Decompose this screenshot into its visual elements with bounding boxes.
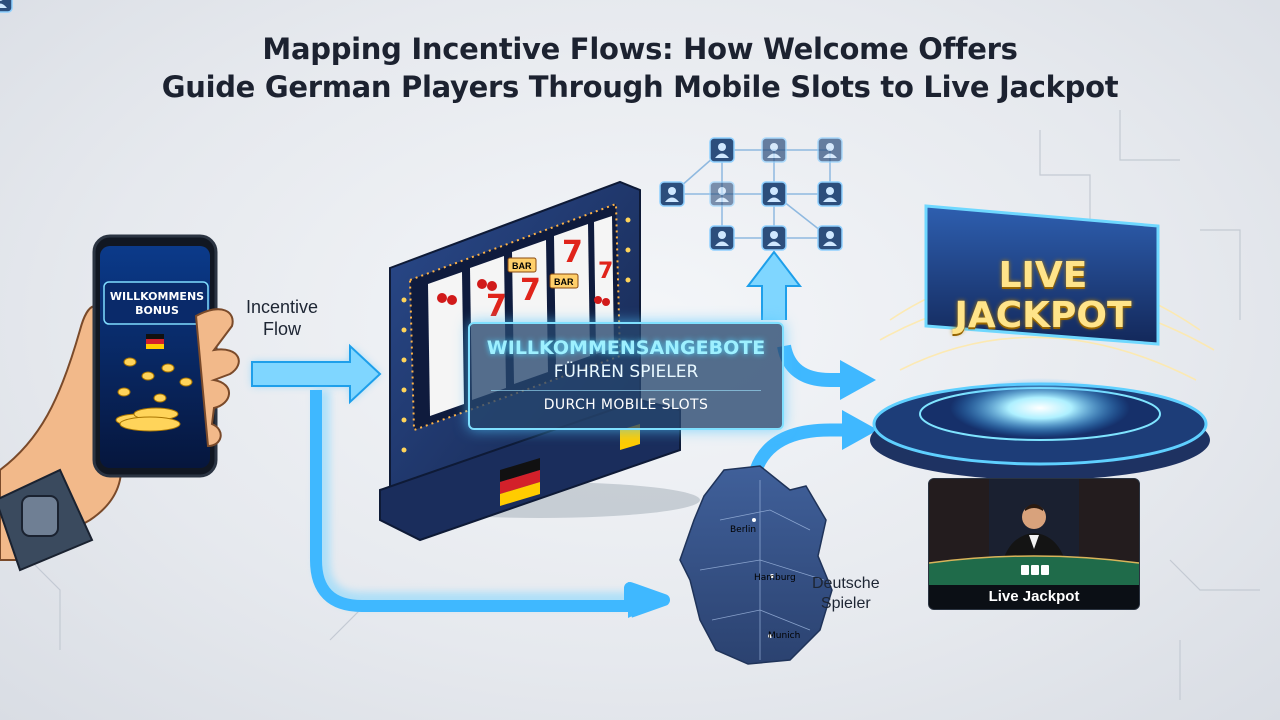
svg-text:7: 7 [520, 273, 541, 308]
title-line-1: Mapping Incentive Flows: How Welcome Off… [262, 32, 1018, 66]
bonus-box [103, 281, 209, 325]
svg-text:7: 7 [486, 289, 507, 324]
cherry-icons [437, 279, 610, 306]
slot-flag-de-icon-2 [620, 424, 640, 450]
user-icon [761, 181, 787, 207]
user-icon [761, 137, 787, 163]
svg-text:7: 7 [562, 235, 583, 270]
flow-label-line-1: Incentive [246, 297, 319, 317]
city-munich: Munich [768, 631, 800, 641]
playing-cards-icon [1021, 565, 1049, 575]
arrow-map-to-jackpot [749, 423, 846, 473]
user-icon [709, 137, 735, 163]
jackpot-stage [870, 204, 1215, 480]
banner-line-1: WILLKOMMENSANGEBOTE [486, 337, 766, 359]
bar-symbol-1: BAR [512, 261, 532, 271]
live-jackpot-sign [924, 204, 1160, 346]
user-icon [817, 225, 843, 251]
germany-map: Berlin Hamburg Munich [679, 465, 833, 665]
arrow-slot-to-jackpot [777, 344, 844, 387]
page-title: Mapping Incentive Flows: How Welcome Off… [0, 30, 1280, 106]
user-icon [659, 181, 685, 207]
seven-symbols: 777 7 [486, 235, 613, 324]
bar-symbols: BAR BAR [507, 257, 579, 289]
flow-label-line-2: Flow [263, 319, 302, 339]
user-icon [709, 225, 735, 251]
user-nodes [0, 0, 843, 251]
arrow-phone-to-slot [251, 343, 382, 405]
incentive-flow-arrows [251, 250, 878, 618]
svg-text:7: 7 [598, 259, 613, 284]
player-network [0, 0, 843, 251]
live-jackpot-caption: Live Jackpot [929, 585, 1139, 609]
banner-divider [491, 390, 761, 391]
arrow-slot-to-network [745, 250, 803, 320]
smartwatch-icon [0, 468, 94, 572]
sign-line-1: LIVE [998, 255, 1088, 296]
circuit-lines [29, 110, 1260, 700]
city-berlin: Berlin [730, 525, 756, 535]
bonus-line-1: WILLKOMMENS [109, 290, 205, 303]
flag-de-icon [146, 334, 164, 349]
german-players-line-1: Deutsche [812, 575, 880, 592]
live-dealer-card: Live Jackpot [928, 478, 1140, 610]
gold-coins-icon [115, 357, 193, 432]
slot-flag-de-icon [500, 458, 540, 506]
slot-lights [401, 217, 631, 453]
welcome-bonus-label: WILLKOMMENS BONUS [104, 290, 210, 318]
bar-symbol-2: BAR [554, 277, 574, 287]
hand-holding-phone [0, 234, 240, 572]
city-hamburg: Hamburg [754, 573, 796, 583]
welcome-offers-banner: WILLKOMMENSANGEBOTE FÜHREN SPIELER DURCH… [468, 322, 784, 430]
user-icon [761, 225, 787, 251]
user-icon [817, 137, 843, 163]
banner-line-3: DURCH MOBILE SLOTS [543, 397, 709, 413]
german-players-line-2: Spieler [820, 595, 871, 612]
phone-screen [100, 246, 210, 468]
bonus-line-2: BONUS [135, 304, 179, 317]
user-icon [709, 181, 735, 207]
title-line-2: Guide German Players Through Mobile Slot… [161, 70, 1119, 104]
german-players-label: Deutsche Spieler [812, 574, 880, 614]
live-jackpot-sign-text: LIVE JACKPOT [932, 256, 1154, 336]
sign-line-2: JACKPOT [954, 295, 1132, 336]
banner-line-2: FÜHREN SPIELER [553, 362, 699, 382]
city-dots [752, 518, 774, 638]
live-dealer-image [929, 479, 1139, 585]
user-icon [817, 181, 843, 207]
incentive-flow-label: Incentive Flow [246, 296, 318, 340]
